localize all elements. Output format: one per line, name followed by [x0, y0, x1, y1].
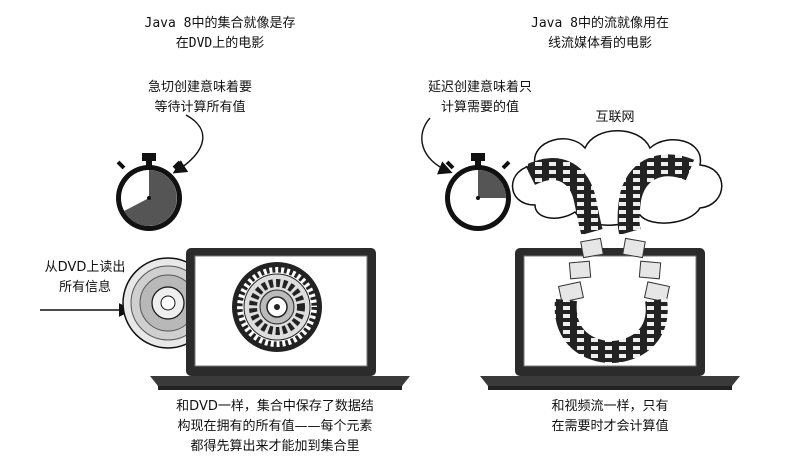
right-bottom-caption: 和视频流一样，只有 在需要时才会计算值 — [551, 399, 669, 434]
left-title: Java 8中的集合就像是存 在DVD上的电影 — [144, 16, 296, 51]
right-title: Java 8中的流就像用在 线流媒体看的电影 — [531, 16, 669, 51]
film-strip-u — [554, 298, 668, 364]
eager-arrow — [172, 114, 204, 174]
right-laptop — [480, 248, 740, 390]
eager-stopwatch — [116, 153, 182, 231]
film-frames — [557, 237, 671, 303]
film-strip-left — [525, 158, 603, 236]
read-dvd-caption: 从DVD上读出 所有信息 — [44, 260, 126, 295]
lazy-arrow — [421, 117, 453, 175]
left-stopwatch-caption: 急切创建意味着要 等待计算所有值 — [147, 80, 252, 115]
lazy-stopwatch — [445, 153, 511, 231]
film-strip-right — [617, 154, 695, 236]
left-bottom-caption: 和DVD一样，集合中保存了数据结 构现在拥有的所有值——每个元素 都得先算出来才… — [176, 399, 374, 454]
film-reel — [232, 262, 322, 352]
cloud-label: 互联网 — [595, 110, 635, 125]
right-stopwatch-caption: 延迟创建意味着只 计算需要的值 — [427, 80, 532, 115]
